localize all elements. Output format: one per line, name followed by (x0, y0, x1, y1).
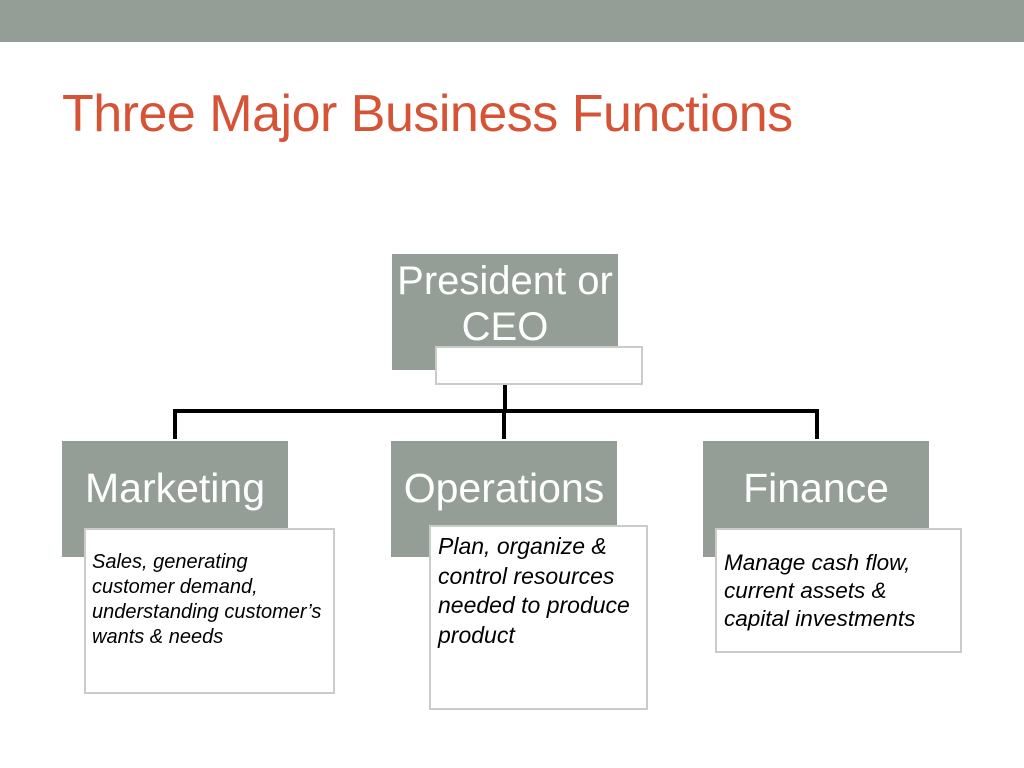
node-president-note-box (435, 346, 643, 385)
node-label: Operations (403, 465, 605, 511)
node-label: Finance (743, 465, 889, 511)
slide-title: Three Major Business Functions (62, 85, 793, 143)
node-label: President or CEO (397, 259, 613, 349)
marketing-description: Sales, generating customer demand, under… (84, 528, 335, 694)
node-label: Marketing (84, 465, 265, 511)
header-bar (0, 0, 1024, 42)
finance-description: Manage cash flow, current assets & capit… (715, 528, 962, 653)
operations-description: Plan, organize & control resources neede… (429, 525, 648, 710)
